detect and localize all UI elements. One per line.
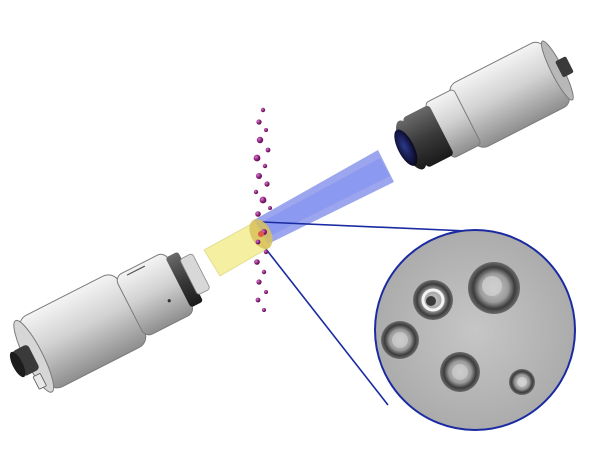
- particle-icon: [260, 107, 266, 113]
- particle-icon: [255, 239, 261, 245]
- particle-icon: [264, 290, 268, 294]
- particle-icon: [264, 181, 270, 187]
- particle-icon: [261, 269, 267, 275]
- zoom-connector-bottom: [261, 243, 389, 406]
- zoom-border: [374, 229, 576, 431]
- particle-icon: [259, 196, 267, 204]
- zoom-connector-top: [261, 221, 491, 233]
- particle-icon: [256, 136, 264, 144]
- particle-icon: [268, 206, 272, 210]
- particle-icon: [256, 279, 262, 285]
- particle-icon: [256, 173, 262, 179]
- particle-stream: [253, 107, 272, 312]
- particle-icon: [262, 163, 268, 169]
- particle-icon: [264, 128, 268, 132]
- particle-icon: [263, 249, 269, 255]
- camera-beam-core: [258, 158, 390, 238]
- particle-icon: [253, 189, 259, 195]
- illuminated-particle: [258, 231, 264, 237]
- particle-icon: [262, 308, 266, 312]
- camera-icon: [394, 40, 574, 170]
- zoom-view: [374, 229, 576, 431]
- particle-icon: [265, 147, 271, 153]
- particle-icon: [255, 211, 261, 217]
- particle-icon: [253, 154, 261, 162]
- light-source-icon: [9, 252, 210, 393]
- particle-icon: [255, 297, 261, 303]
- particle-icon: [254, 259, 260, 265]
- particle-icon: [256, 119, 262, 125]
